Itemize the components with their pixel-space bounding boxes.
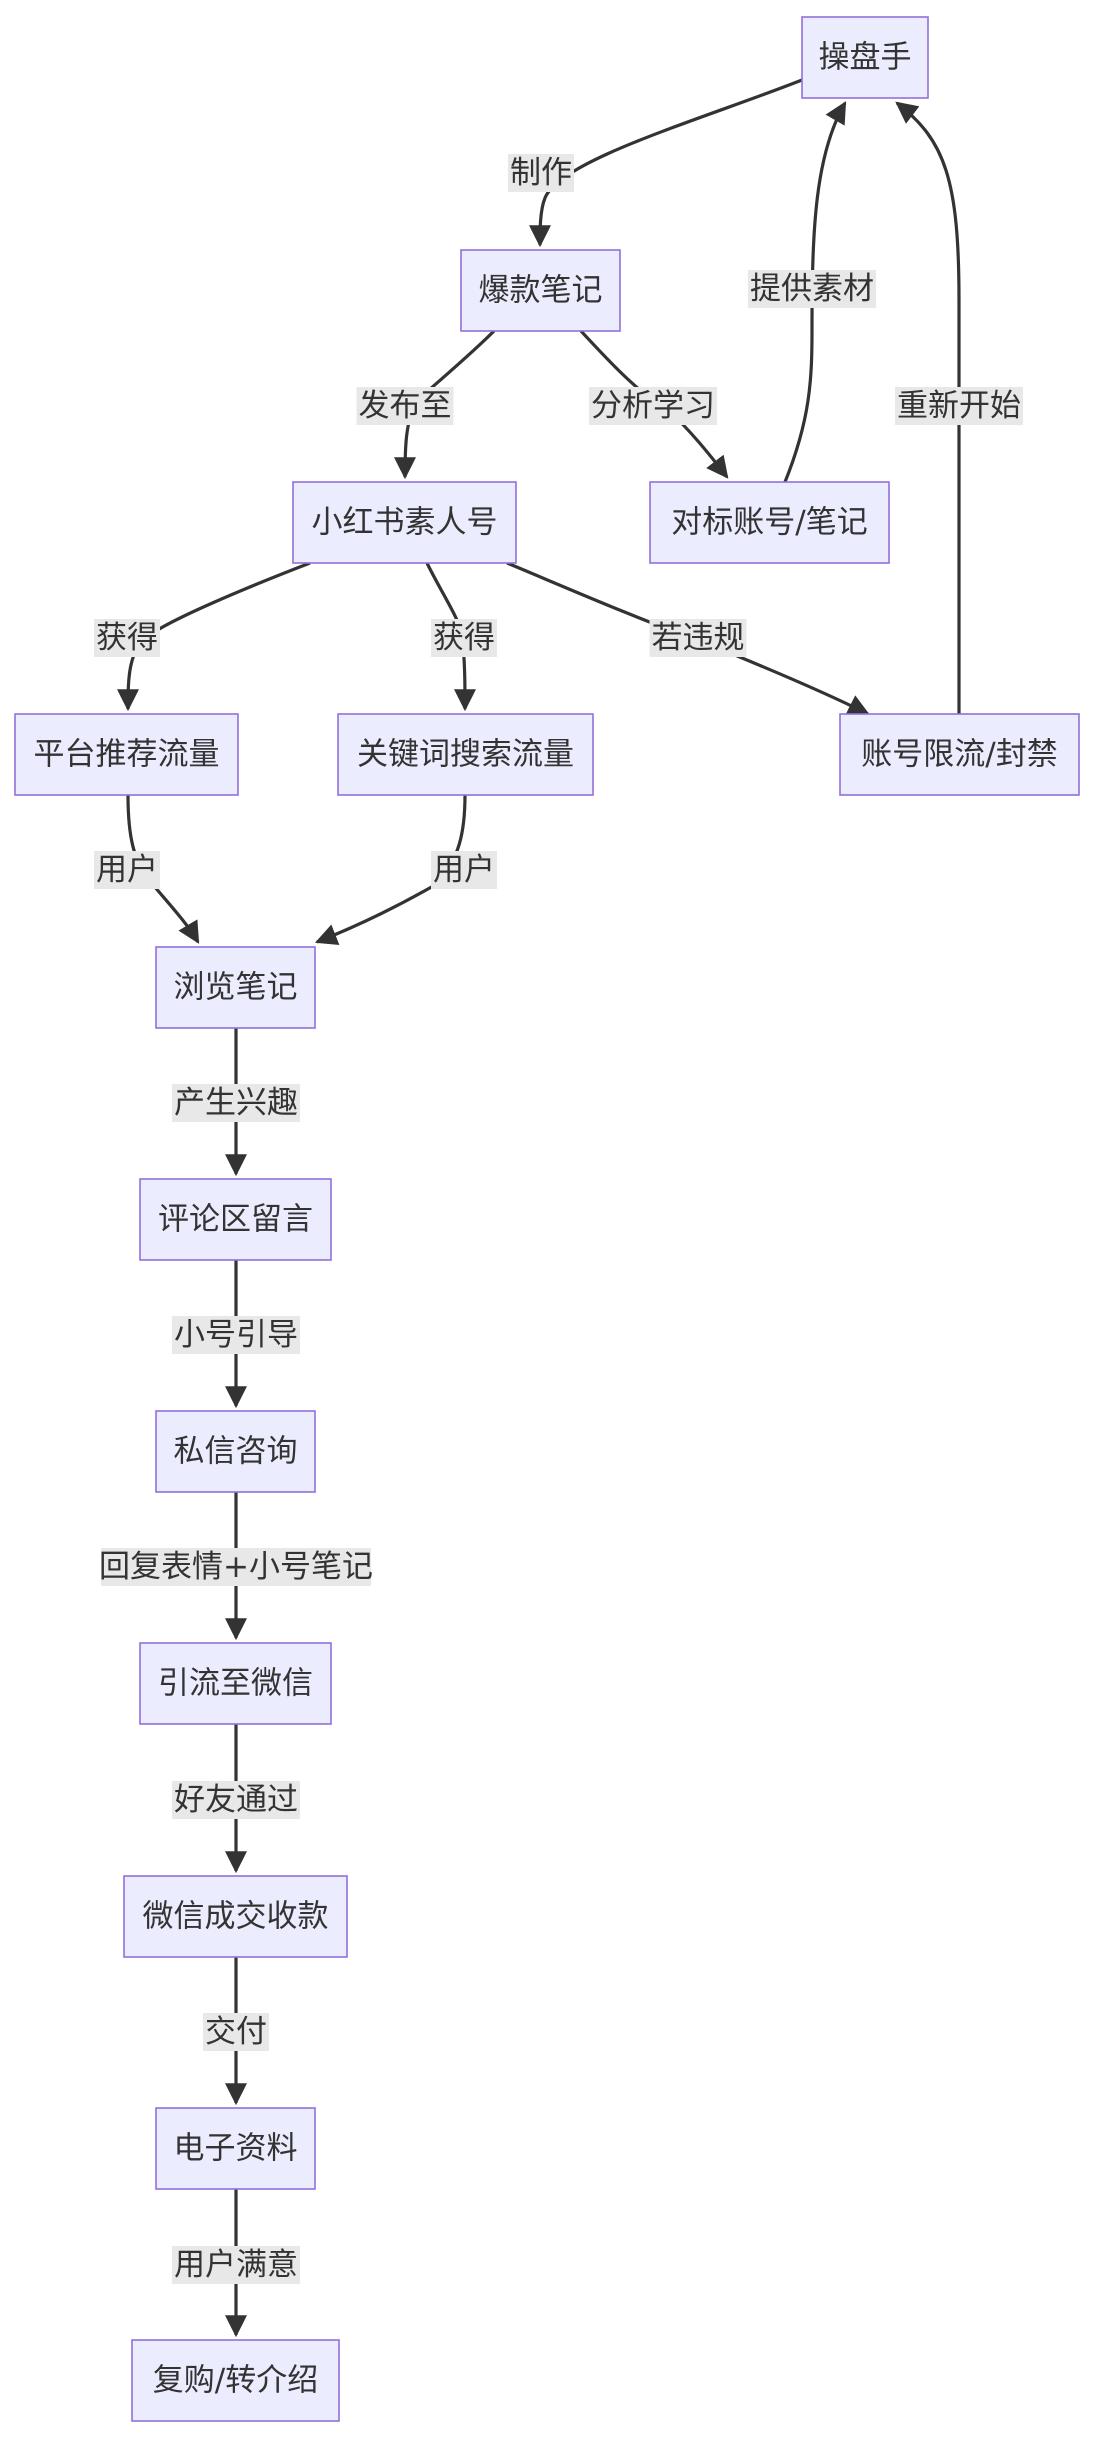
edge-label-text: 若违规 [652,620,745,656]
edge-label-background [748,270,876,308]
node-label: 对标账号/笔记 [671,505,867,541]
node-box [460,249,621,332]
node-box [292,481,517,564]
edge-label-text: 用户 [433,852,495,888]
edge-label-viral-note-to-xhs-account: 发布至 [356,387,454,425]
edge-label-text: 分析学习 [591,388,715,424]
node-label: 评论区留言 [158,1202,313,1238]
node-box [155,2107,316,2190]
edge-label-wechat-funnel-to-wechat-deal: 好友通过 [172,1781,300,1819]
node-label: 浏览笔记 [174,970,298,1006]
edge-account-banned-to-operator [895,101,961,715]
node-box [801,16,929,99]
edge-label-text: 发布至 [359,388,452,424]
edge-label-viral-note-to-benchmark: 分析学习 [589,387,717,425]
node-operator: 操盘手 [801,16,929,99]
edge-label-text: 重新开始 [897,388,1021,424]
edge-label-background [94,619,160,657]
node-platform-traffic: 平台推荐流量 [14,713,239,796]
node-label: 平台推荐流量 [34,737,220,773]
edge-label-benchmark-to-operator: 提供素材 [748,270,876,308]
node-viral-note: 爆款笔记 [460,249,621,332]
edge-label-text: 获得 [96,620,158,656]
edge-label-text: 回复表情+小号笔记 [99,1549,373,1585]
edge-label-e-material-to-repurchase: 用户满意 [172,2246,300,2284]
node-label: 私信咨询 [174,1434,298,1470]
edge-operator-to-viral-note [529,78,803,248]
edge-label-background [172,1084,300,1122]
node-label: 操盘手 [819,40,912,76]
edge-label-wechat-deal-to-e-material: 交付 [203,2013,269,2051]
node-label: 关键词搜索流量 [357,737,574,773]
node-e-material: 电子资料 [155,2107,316,2190]
edge-label-background [649,619,747,657]
edge-benchmark-to-operator [783,101,847,483]
node-label: 小红书素人号 [312,505,498,541]
node-label: 引流至微信 [158,1666,313,1702]
node-wechat-deal: 微信成交收款 [123,1875,348,1958]
edge-label-background [589,387,717,425]
node-benchmark: 对标账号/笔记 [649,481,890,564]
edge-label-text: 用户满意 [174,2247,298,2283]
node-box [337,713,594,796]
edge-label-browse-note-to-comment: 产生兴趣 [172,1084,300,1122]
node-label: 复购/转介绍 [153,2363,318,2399]
edge-label-platform-traffic-to-browse-note: 用户 [94,851,160,889]
node-box [123,1875,348,1958]
node-xhs-account: 小红书素人号 [292,481,517,564]
edge-label-xhs-account-to-account-banned: 若违规 [649,619,747,657]
edge-label-operator-to-viral-note: 制作 [508,154,574,192]
edge-label-text: 小号引导 [174,1317,298,1353]
edge-label-background [101,1548,371,1586]
node-repurchase: 复购/转介绍 [131,2339,340,2422]
node-account-banned: 账号限流/封禁 [839,713,1080,796]
edge-label-text: 提供素材 [750,271,874,307]
node-box [649,481,890,564]
edge-label-background [203,2013,269,2051]
edge-label-text: 交付 [205,2014,267,2050]
edge-label-text: 产生兴趣 [174,1085,298,1121]
node-box [155,946,316,1029]
node-box [14,713,239,796]
edge-label-text: 获得 [433,620,495,656]
edge-label-text: 制作 [510,155,572,191]
edge-label-keyword-traffic-to-browse-note: 用户 [431,851,497,889]
edge-label-background [431,851,497,889]
edge-label-background [895,387,1023,425]
node-label: 微信成交收款 [143,1899,329,1935]
edge-label-background [172,1316,300,1354]
edge-label-text: 用户 [96,852,158,888]
edge-label-text: 好友通过 [174,1782,298,1818]
edge-label-background [508,154,574,192]
edge-label-background [172,2246,300,2284]
node-keyword-traffic: 关键词搜索流量 [337,713,594,796]
edge-label-xhs-account-to-keyword-traffic: 获得 [431,619,497,657]
edge-label-background [172,1781,300,1819]
edge-label-dm-inquiry-to-wechat-funnel: 回复表情+小号笔记 [99,1548,373,1586]
node-label: 电子资料 [174,2131,298,2167]
node-browse-note: 浏览笔记 [155,946,316,1029]
node-comment: 评论区留言 [139,1178,332,1261]
node-box [139,1642,332,1725]
node-box [155,1410,316,1493]
edge-label-background [356,387,454,425]
node-box [131,2339,340,2422]
node-label: 爆款笔记 [479,273,603,309]
node-box [839,713,1080,796]
edge-label-xhs-account-to-platform-traffic: 获得 [94,619,160,657]
node-wechat-funnel: 引流至微信 [139,1642,332,1725]
node-box [139,1178,332,1261]
edge-label-account-banned-to-operator: 重新开始 [895,387,1023,425]
edge-label-background [431,619,497,657]
edge-label-comment-to-dm-inquiry: 小号引导 [172,1316,300,1354]
node-label: 账号限流/封禁 [861,737,1057,773]
node-dm-inquiry: 私信咨询 [155,1410,316,1493]
edge-label-background [94,851,160,889]
